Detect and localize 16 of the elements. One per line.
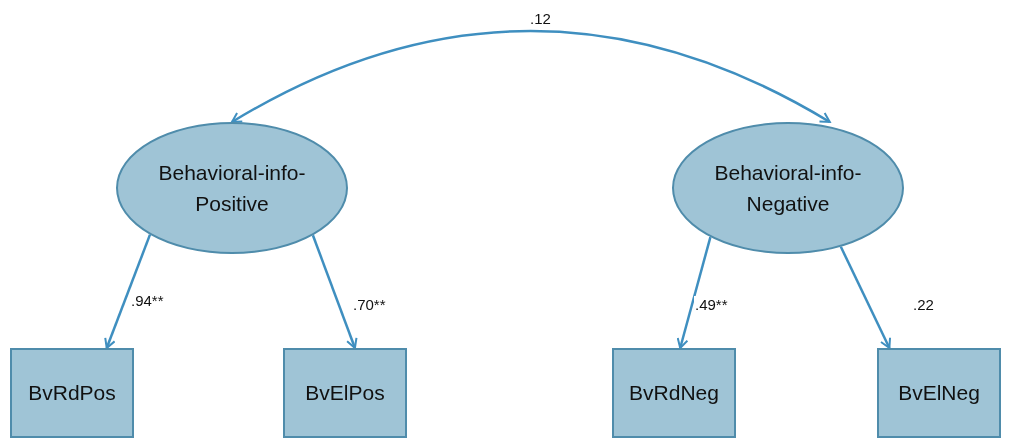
- path-coefficient: .49**: [694, 296, 729, 313]
- arrow: [231, 29, 831, 124]
- observed-variable-box: [612, 348, 736, 438]
- observed-variable-box: [877, 348, 1001, 438]
- node-label: Behavioral-info-Positive: [157, 159, 307, 217]
- arrow: [311, 234, 358, 349]
- arrow: [676, 236, 712, 349]
- node-label: BvRdNeg: [628, 380, 720, 407]
- observed-variable-box: [283, 348, 407, 438]
- node-label: Behavioral-info-Negative: [713, 159, 863, 217]
- node-label: BvElNeg: [897, 380, 981, 407]
- node-label: BvElPos: [304, 380, 386, 407]
- arrow: [839, 246, 891, 349]
- node-label: BvRdPos: [27, 380, 117, 407]
- arrow: [104, 234, 152, 349]
- observed-variable-box: [10, 348, 134, 438]
